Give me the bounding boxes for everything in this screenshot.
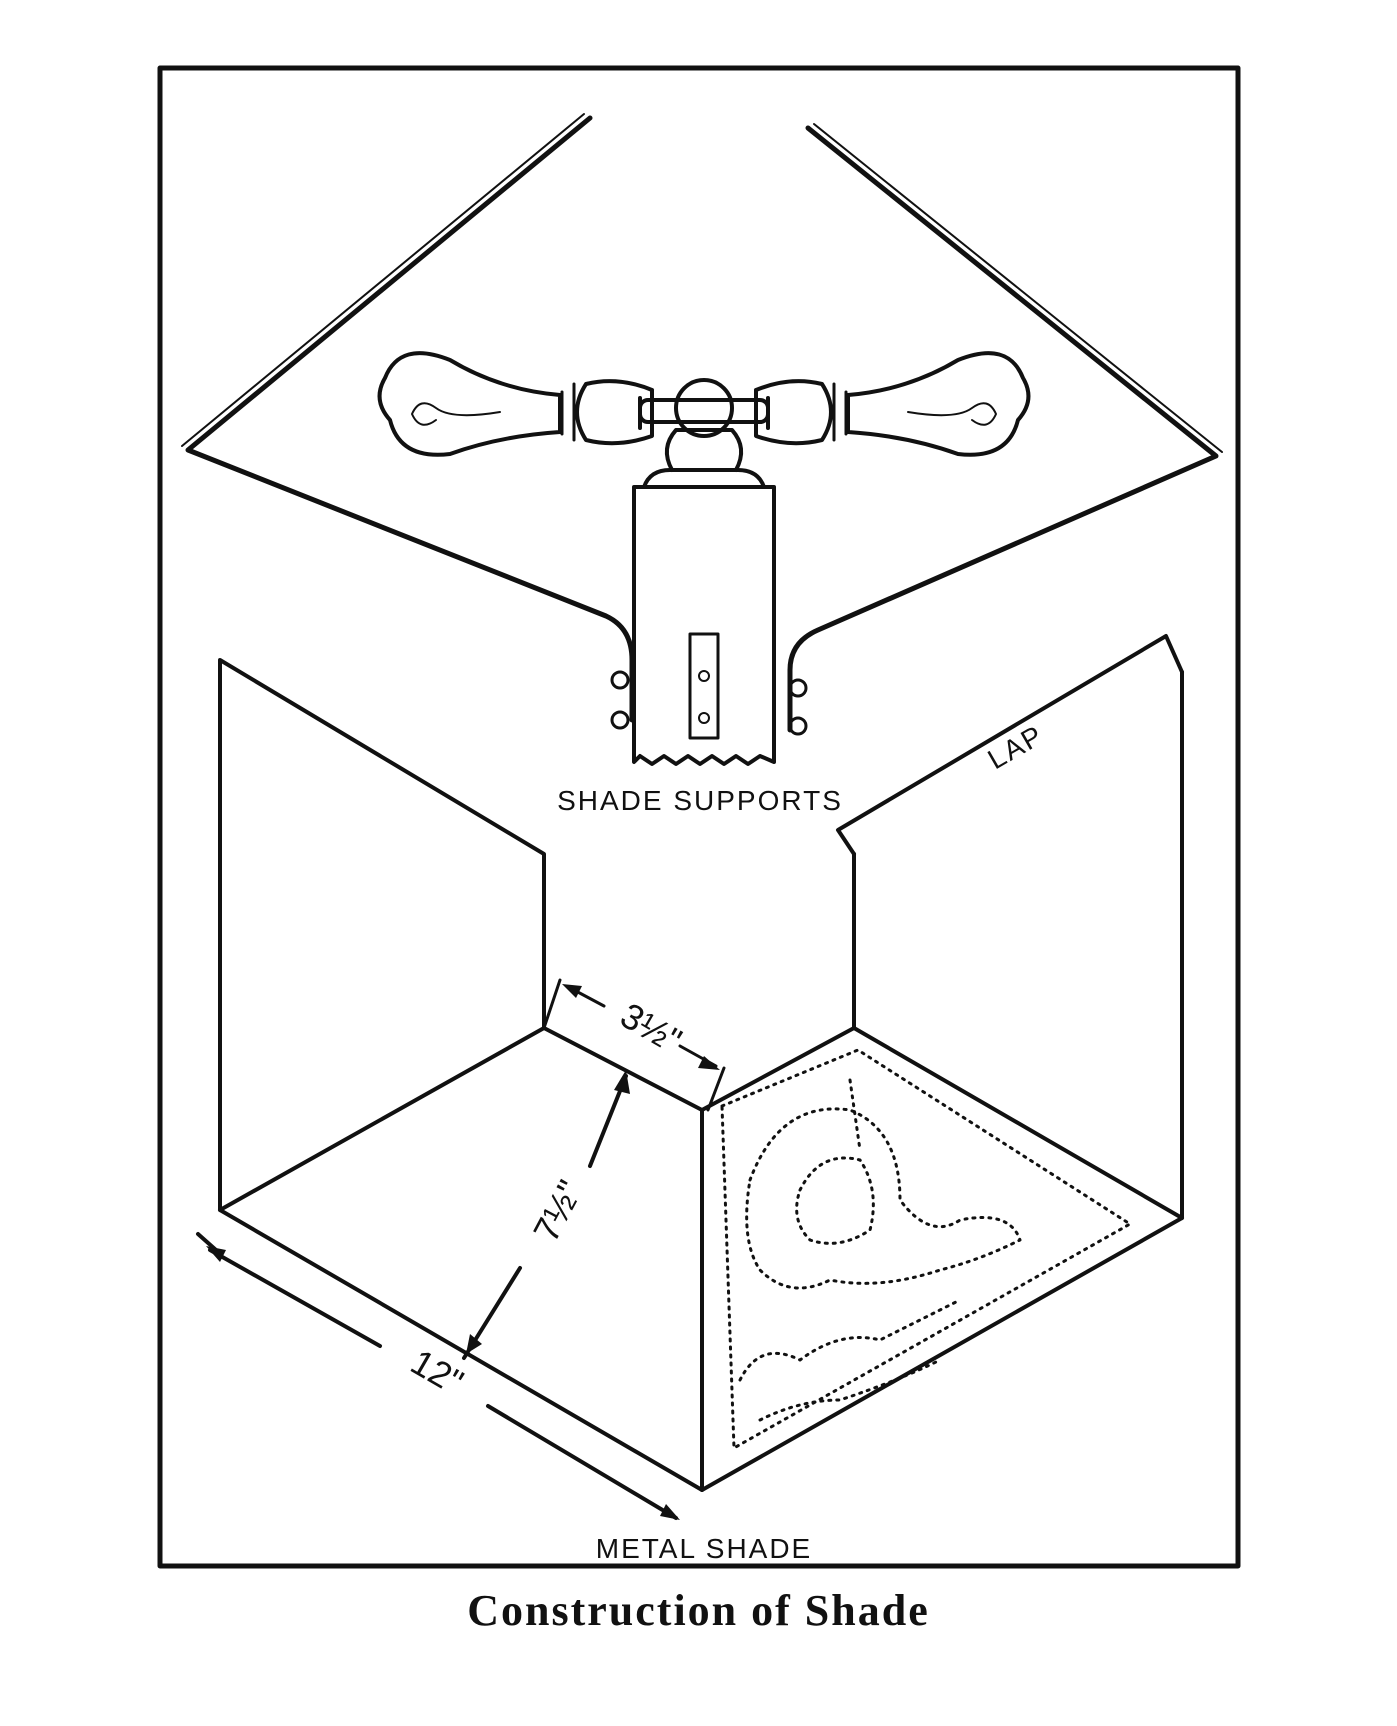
lamp-post	[632, 485, 776, 766]
shade-supports-label: SHADE SUPPORTS	[557, 785, 843, 816]
dimension-height: 7½"	[462, 1070, 630, 1360]
pierced-pattern	[720, 1048, 1132, 1450]
right-panel	[700, 670, 1184, 1492]
lap-strip	[836, 634, 1184, 856]
shade-supports-group: SHADE SUPPORTS	[181, 113, 1223, 816]
dim-depth-label: 3½"	[614, 994, 689, 1061]
figure-caption: Construction of Shade	[467, 1586, 930, 1635]
left-bulb	[377, 351, 562, 457]
lap-label: LAP	[983, 719, 1050, 775]
right-support-wire	[787, 125, 1219, 733]
dimension-depth: 3½"	[542, 978, 726, 1112]
right-bulb	[846, 351, 1031, 457]
metal-shade-label: METAL SHADE	[596, 1533, 812, 1564]
post-strap	[688, 632, 720, 740]
left-support-wire	[185, 115, 635, 723]
right-socket	[754, 379, 833, 446]
figure-frame	[157, 65, 1241, 1569]
dimension-width: 12"	[196, 1232, 680, 1520]
dim-height-label: 7½"	[525, 1173, 591, 1248]
left-socket	[575, 379, 654, 446]
metal-shade-group: LAP 3½" 7½"	[196, 634, 1184, 1564]
center-knob	[674, 378, 734, 438]
